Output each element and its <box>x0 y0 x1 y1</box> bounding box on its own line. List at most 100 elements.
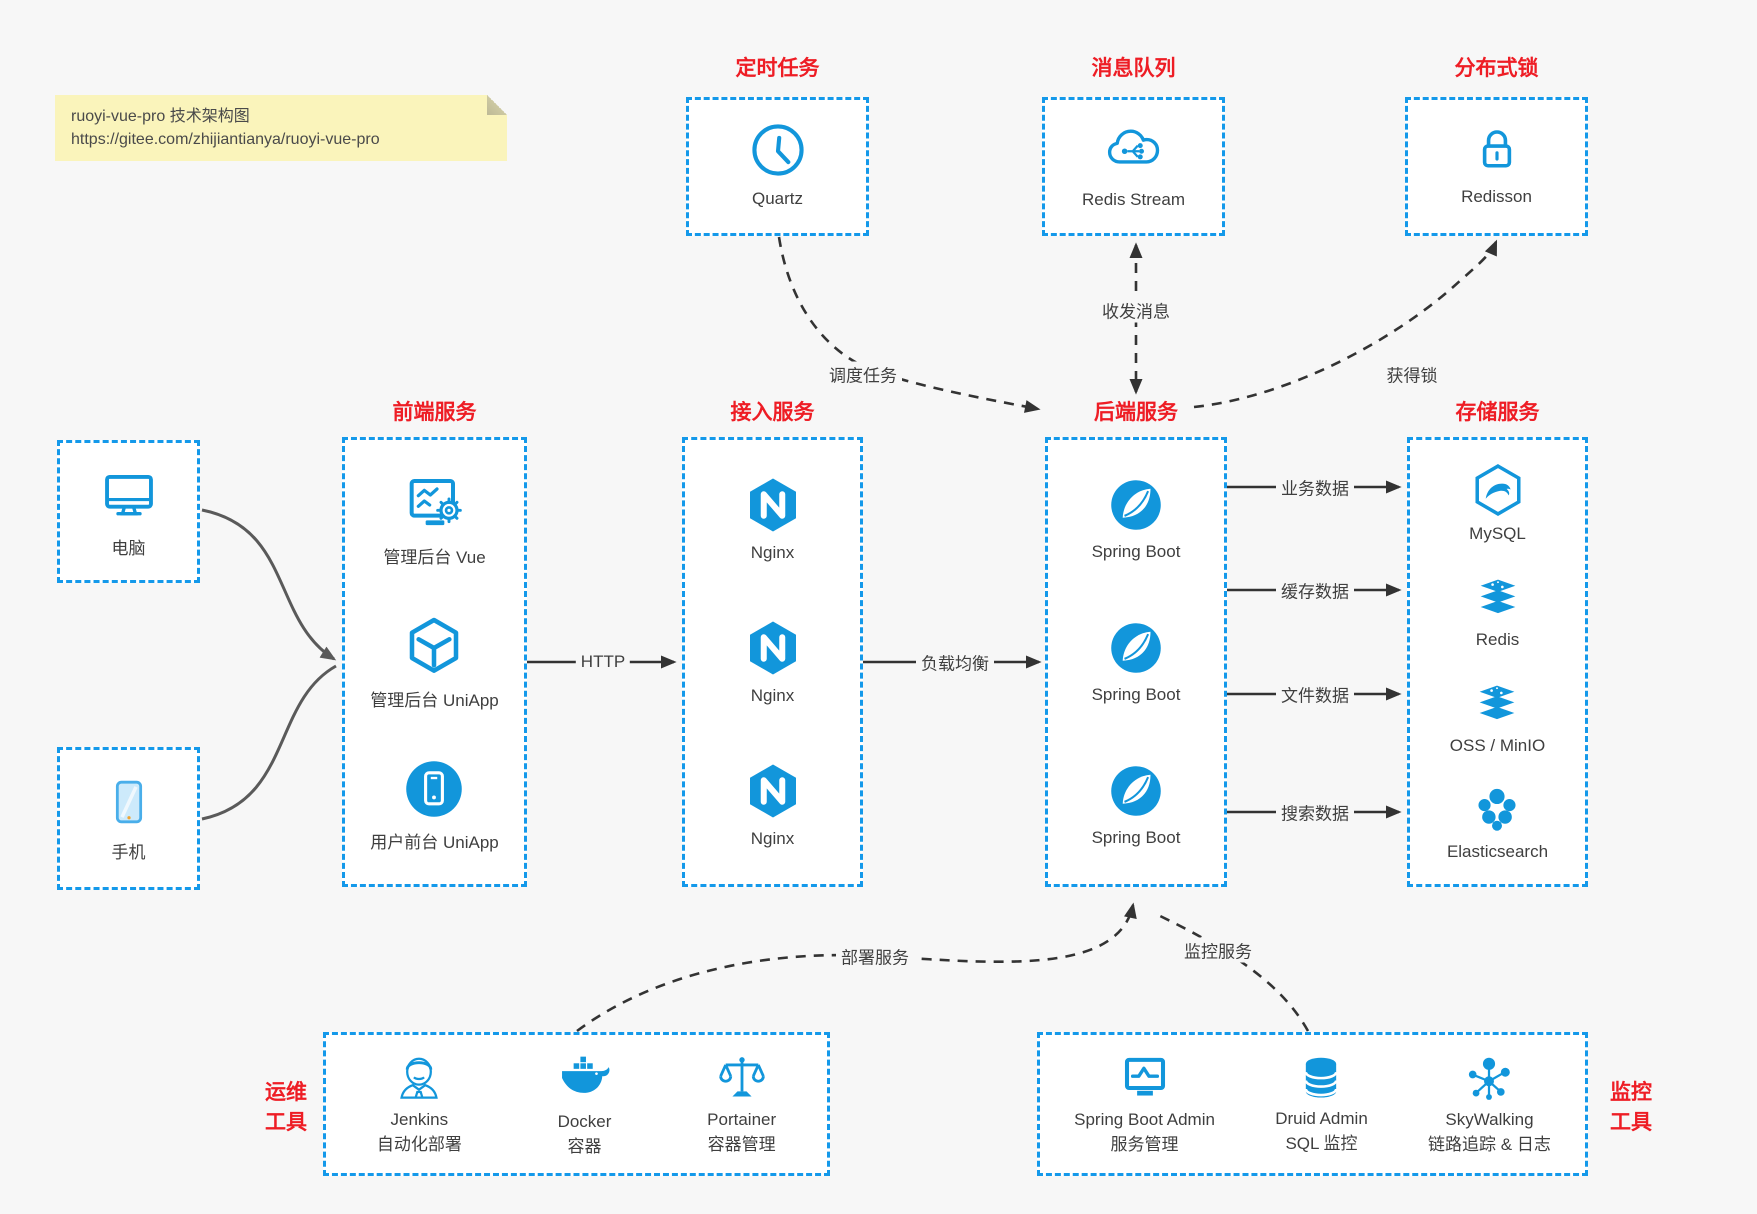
oss-stack-icon <box>1480 685 1515 720</box>
admin-vue-icon <box>409 479 462 526</box>
frontend-item-label: 管理后台 UniApp <box>370 691 499 711</box>
note-title: ruoyi-vue-pro 技术架构图 <box>71 108 250 125</box>
monitoring-item-skywalking: SkyWalking 链路追踪 & 日志 <box>1428 1052 1551 1156</box>
monitoring-item-sba: Spring Boot Admin 服务管理 <box>1074 1052 1215 1156</box>
frontend-item-label: 用户前台 UniApp <box>370 832 499 852</box>
edge-monitor-service <box>1157 913 1310 1032</box>
monitoring-side-label-line1: 监控 <box>1610 1081 1652 1104</box>
mobile-label: 手机 <box>111 843 146 862</box>
redis-stack-icon <box>1480 579 1515 614</box>
spring-boot-admin-icon <box>1124 1057 1165 1096</box>
business-data-label: 业务数据 <box>1276 474 1354 500</box>
portainer-scales-icon <box>718 1057 765 1097</box>
edge-acquire-lock <box>1193 239 1498 409</box>
mysql-icon <box>1474 464 1521 516</box>
ops-side-label: 运维 工具 <box>257 1078 315 1138</box>
ops-item-docker: Docker 容器 <box>556 1050 614 1158</box>
cloud-network-icon <box>1107 129 1159 164</box>
storage-box: MySQL Redis OSS / Mi <box>1407 437 1588 887</box>
monitoring-side-label: 监控 工具 <box>1602 1078 1660 1138</box>
http-label: HTTP <box>575 652 631 672</box>
monitoring-item-sub: 链路追踪 & 日志 <box>1428 1135 1551 1154</box>
file-data-label: 文件数据 <box>1276 681 1354 707</box>
backend-item-label: Spring Boot <box>1091 827 1181 847</box>
monitoring-side-label-line2: 工具 <box>1610 1111 1652 1134</box>
clock-icon <box>751 123 804 176</box>
elasticsearch-icon <box>1478 788 1517 831</box>
cache-data-label: 缓存数据 <box>1276 577 1354 603</box>
ops-item-sub: 自动化部署 <box>376 1135 462 1154</box>
scheduler-box: Quartz <box>686 97 869 236</box>
gateway-item: Nginx <box>743 618 803 706</box>
frontend-item-label: 管理后台 Vue <box>383 548 486 568</box>
dispatch-task-label: 调度任务 <box>824 361 902 387</box>
storage-item-redis: Redis <box>1472 572 1524 650</box>
monitoring-item-sub: 服务管理 <box>1110 1135 1179 1154</box>
ops-item-jenkins: Jenkins 自动化部署 <box>377 1052 462 1156</box>
backend-box: Spring Boot Spring Boot Spring Boot <box>1045 437 1227 887</box>
ops-item-name: Portainer <box>707 1110 777 1129</box>
monitoring-item-druid: Druid Admin SQL 监控 <box>1275 1053 1368 1155</box>
frontend-item-user-uniapp: 用户前台 UniApp <box>370 758 499 853</box>
ops-item-portainer: Portainer 容器管理 <box>707 1052 776 1156</box>
frontend-title: 前端服务 <box>392 401 477 424</box>
backend-title: 后端服务 <box>1094 401 1178 424</box>
frontend-box: 管理后台 Vue 管理后台 UniApp 用户前台 UniApp <box>342 437 527 887</box>
edge-dispatch-task <box>777 236 1041 413</box>
edge-pc-to-frontend <box>201 508 337 661</box>
gateway-item-label: Nginx <box>750 828 795 848</box>
deploy-service-label: 部署服务 <box>836 943 914 969</box>
ops-item-name: Docker <box>557 1112 612 1131</box>
mq-box: Redis Stream <box>1042 97 1225 236</box>
storage-item-label: OSS / MinIO <box>1449 736 1546 755</box>
database-icon <box>1305 1057 1338 1098</box>
ops-item-sub: 容器管理 <box>707 1135 776 1154</box>
spring-boot-icon <box>1111 623 1161 673</box>
monitoring-box: Spring Boot Admin 服务管理 Druid Admin SQL 监… <box>1037 1032 1588 1176</box>
gateway-box: Nginx Nginx Nginx <box>682 437 863 887</box>
spring-boot-icon <box>1111 480 1161 531</box>
acquire-lock-label: 获得锁 <box>1381 361 1443 387</box>
spring-boot-icon <box>1111 765 1161 816</box>
skywalking-network-icon <box>1469 1057 1511 1100</box>
storage-item-label: Redis <box>1475 630 1520 649</box>
nginx-icon <box>749 478 796 532</box>
cube-icon <box>410 618 459 674</box>
jenkins-icon <box>400 1057 439 1099</box>
sticky-note: ruoyi-vue-pro 技术架构图 https://gitee.com/zh… <box>55 95 507 161</box>
backend-item: Spring Boot <box>1091 476 1181 562</box>
edge-mobile-to-frontend <box>201 664 337 821</box>
storage-item-mysql: MySQL <box>1469 462 1526 544</box>
mobile-icon <box>115 780 142 824</box>
lock-title: 分布式锁 <box>1454 57 1539 80</box>
pc-label: 电脑 <box>111 539 146 558</box>
frontend-item-admin-uniapp: 管理后台 UniApp <box>370 614 499 711</box>
mq-label: Redis Stream <box>1082 189 1185 209</box>
desktop-icon <box>104 474 153 516</box>
gateway-item-label: Nginx <box>750 543 795 563</box>
mq-title: 消息队列 <box>1091 57 1176 80</box>
note-url: https://gitee.com/zhijiantianya/ruoyi-vu… <box>71 131 380 148</box>
storage-item-label: Elasticsearch <box>1446 842 1549 861</box>
lock-label: Redisson <box>1461 186 1532 206</box>
ops-side-label-line2: 工具 <box>265 1111 307 1134</box>
backend-item: Spring Boot <box>1092 619 1180 705</box>
storage-title: 存储服务 <box>1455 401 1540 424</box>
note-fold <box>487 95 507 115</box>
backend-item-label: Spring Boot <box>1091 542 1181 562</box>
send-receive-msg-label: 收发消息 <box>1097 297 1175 323</box>
frontend-item-admin-vue: 管理后台 Vue <box>383 471 486 568</box>
monitor-service-label: 监控服务 <box>1179 937 1257 963</box>
nginx-icon <box>749 621 796 675</box>
storage-item-label: MySQL <box>1469 524 1526 543</box>
ops-item-sub: 容器 <box>567 1137 602 1156</box>
search-data-label: 搜索数据 <box>1276 799 1354 825</box>
mobile-box: 手机 <box>57 747 200 890</box>
backend-item: Spring Boot <box>1091 762 1181 848</box>
storage-item-es: Elasticsearch <box>1447 784 1548 862</box>
monitoring-item-name: Druid Admin <box>1275 1109 1368 1128</box>
lock-box: Redisson <box>1405 97 1588 236</box>
storage-item-oss: OSS / MinIO <box>1450 678 1545 756</box>
ops-side-label-line1: 运维 <box>265 1081 307 1104</box>
